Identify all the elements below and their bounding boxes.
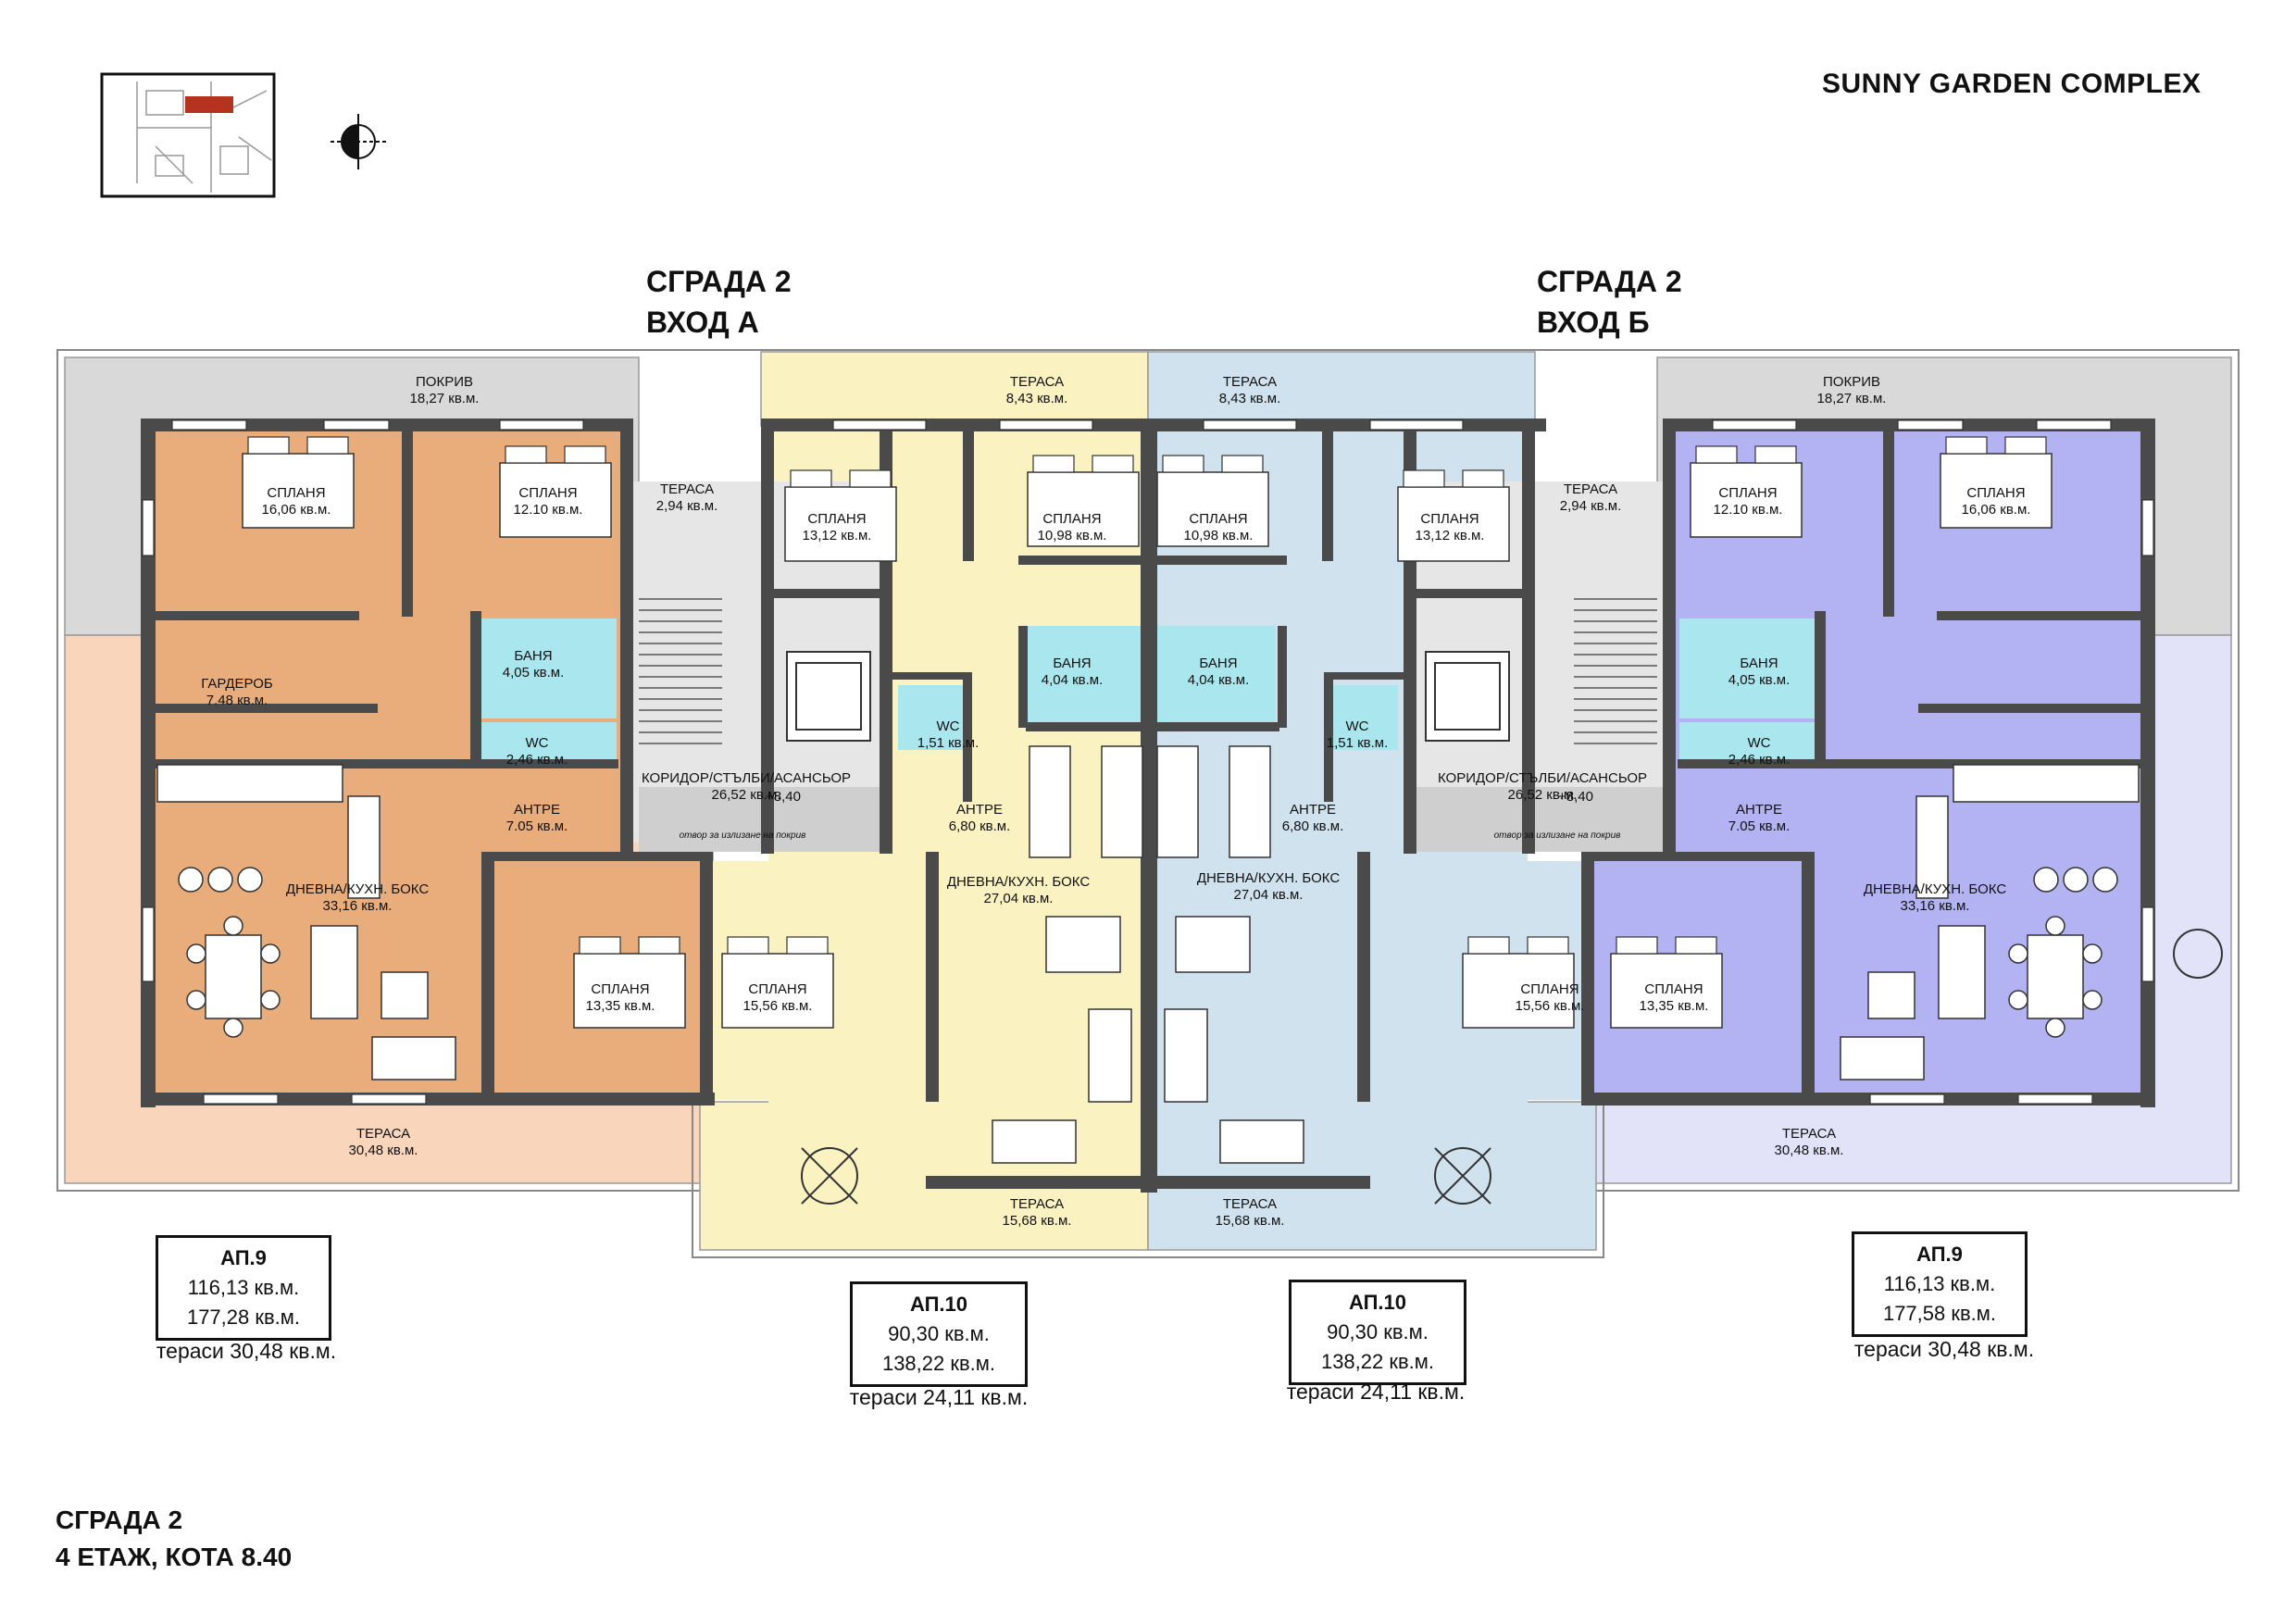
apartment-terraces-ap10-left: тераси 24,11 кв.м. — [849, 1385, 1029, 1409]
apartment-terraces-ap10-right: тераси 24,11 кв.м. — [1286, 1380, 1466, 1404]
entrance-b-building: СГРАДА 2 — [1537, 265, 1682, 298]
floor-caption-level: 4 ЕТАЖ, КОТА 8.40 — [56, 1543, 293, 1571]
apartment-box-ap10-right: АП.10 90,30 кв.м. 138,22 кв.м. — [1289, 1280, 1466, 1385]
apartment-area-net: 116,13 кв.м. — [1883, 1272, 1996, 1295]
apartment-area-net: 116,13 кв.м. — [187, 1276, 300, 1299]
apartment-title: АП.10 — [910, 1293, 967, 1316]
apartment-box-ap9-right: АП.9 116,13 кв.м. 177,58 кв.м. — [1852, 1231, 2028, 1337]
entrance-a-building: СГРАДА 2 — [646, 265, 792, 298]
entrance-b-name: ВХОД Б — [1537, 306, 1650, 339]
north-compass-icon — [331, 114, 386, 169]
roof-exit-a-label: отвор за излизане на покрив — [679, 831, 806, 841]
apartment-area-gross: 177,58 кв.м. — [1882, 1302, 1997, 1325]
entrance-b-label: СГРАДА 2 ВХОД Б — [1537, 261, 1682, 343]
apartment-area-gross: 177,28 кв.м. — [186, 1305, 301, 1329]
site-key-plan — [100, 72, 276, 198]
apartment-area-gross: 138,22 кв.м. — [881, 1352, 996, 1375]
floor-caption-building: СГРАДА 2 — [56, 1505, 183, 1534]
apartment-area-net: 90,30 кв.м. — [888, 1322, 990, 1345]
apartment-box-ap10-left: АП.10 90,30 кв.м. 138,22 кв.м. — [850, 1281, 1028, 1387]
apartment-terraces-ap9-right: тераси 30,48 кв.м. — [1853, 1337, 2035, 1361]
roof-exit-b-label: отвор за излизане на покрив — [1493, 831, 1621, 841]
apartment-title: АП.10 — [1349, 1291, 1406, 1314]
apartment-area-net: 90,30 кв.м. — [1327, 1320, 1429, 1343]
level-b-label: +8,40 — [1558, 789, 1593, 805]
floor-caption: СГРАДА 2 4 ЕТАЖ, КОТА 8.40 — [56, 1502, 292, 1576]
apartment-area-gross: 138,22 кв.м. — [1320, 1350, 1435, 1373]
apartment-terraces-ap9-left: тераси 30,48 кв.м. — [156, 1339, 337, 1363]
level-a-label: +8,40 — [766, 789, 801, 805]
entrance-a-label: СГРАДА 2 ВХОД А — [646, 261, 792, 343]
page-title: SUNNY GARDEN COMPLEX — [1822, 69, 2202, 99]
apartment-box-ap9-left: АП.9 116,13 кв.м. 177,28 кв.м. — [156, 1235, 331, 1341]
entrance-a-name: ВХОД А — [646, 306, 759, 339]
apartment-title: АП.9 — [220, 1246, 267, 1269]
apartment-title: АП.9 — [1916, 1243, 1963, 1266]
